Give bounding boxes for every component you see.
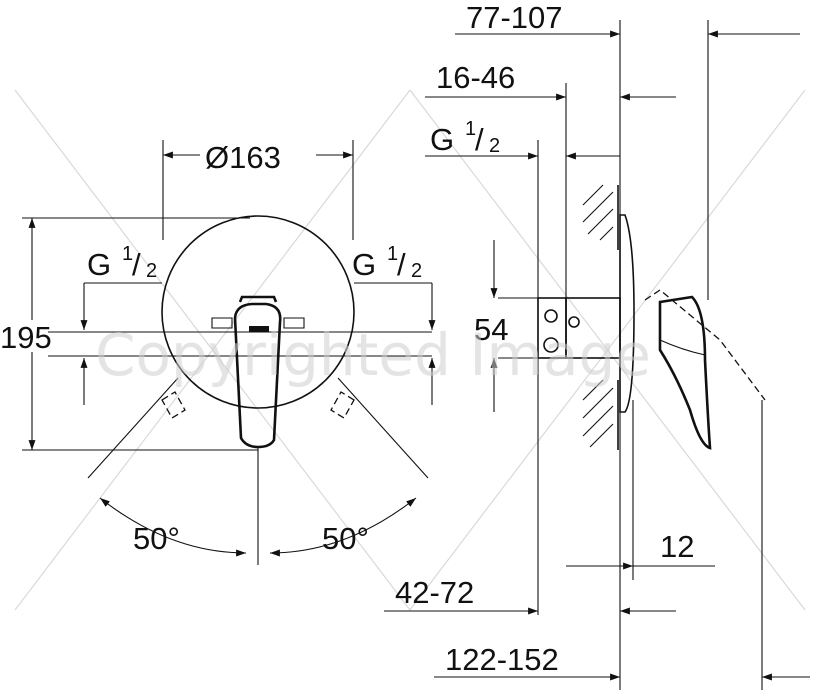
angle-left-label: 50° [133,521,180,556]
thread-left-slash: / [132,247,141,282]
handle-top [238,295,278,303]
wall-hatch-top [582,184,619,250]
side-thread-slash: / [475,122,484,157]
handle-lever [233,302,282,449]
side-thread-den: 2 [489,135,500,157]
plate-label: 12 [660,529,694,564]
rosette-plate [161,215,355,409]
side-plate [619,214,635,413]
thread-right-den: 2 [411,260,422,282]
side-view: 77-107 16-46 G 1 / 2 54 12 42-72 122-152 [384,0,810,690]
handle-logo [249,326,269,332]
depth-box-label: 16-46 [436,60,515,95]
angle-right-label: 50° [322,521,369,556]
side-handle [658,295,712,450]
front-view: Ø163 195 G 1 / 2 G 1 / 2 [0,140,436,565]
wall-hatch-bottom [582,379,619,450]
thread-right-slash: / [397,247,406,282]
thread-left-den: 2 [146,260,157,282]
height-label: 195 [0,320,52,355]
diameter-label: Ø163 [205,140,281,175]
overall-label: 122-152 [445,642,559,677]
thread-right-num: 1 [387,243,398,265]
watermark-text: Copyrighted Image [95,321,651,389]
thread-right-g: G [352,247,376,282]
side-thread-num: 1 [465,118,476,140]
offset-label: 54 [474,312,508,347]
thread-left-num: 1 [122,243,133,265]
side-thread-g: G [430,122,454,157]
wall-label: 42-72 [395,575,474,610]
depth-total-label: 77-107 [466,0,563,35]
thread-left-g: G [87,247,111,282]
